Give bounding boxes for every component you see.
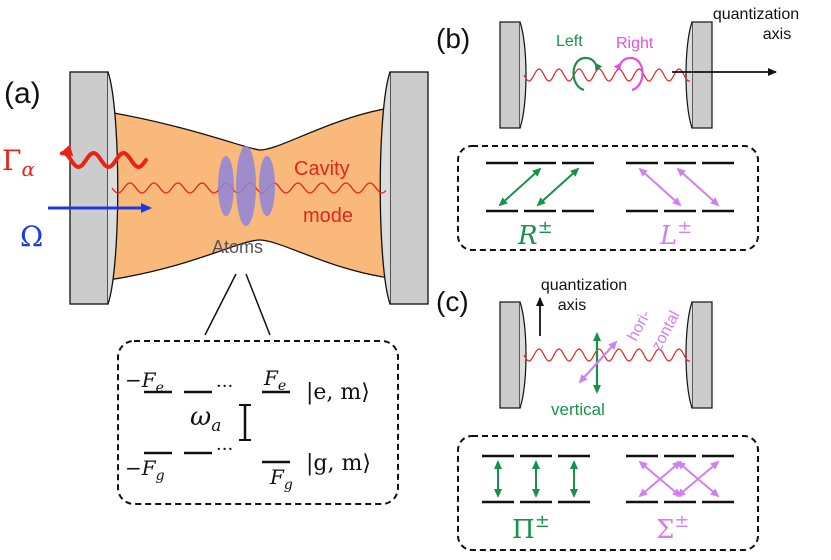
double-arrow-icon — [638, 167, 682, 207]
decay-wave-arrow — [59, 144, 148, 170]
ket-g: |g, m⟩ — [306, 451, 371, 476]
level-scheme-c: Π± Σ± — [457, 435, 759, 551]
atoms-label: Atoms — [212, 237, 263, 257]
right-mirror — [379, 71, 429, 305]
Pi-transitions-label: Π± — [512, 511, 550, 545]
cavity-label: Cavity — [294, 158, 350, 180]
panel-a: (a) Γα Ω Cavity mode Atoms — [2, 71, 429, 505]
curved-arrow-icon — [613, 56, 644, 92]
double-arrow-icon — [578, 340, 618, 384]
right-mirror-c — [685, 301, 713, 409]
decay-symbol: Γα — [2, 144, 35, 181]
R-transitions-label: R± — [517, 217, 553, 251]
right-mirror-b — [685, 21, 713, 129]
quantization-axis-label-b2: axis — [763, 26, 791, 43]
double-arrow-icon — [638, 460, 682, 498]
double-arrow-icon — [536, 167, 580, 207]
horizontal-polarization-label-1: hori- — [625, 308, 655, 344]
quantization-axis-label-c2: axis — [558, 297, 586, 314]
panel-label-b: (b) — [436, 23, 470, 54]
left-mirror-c — [499, 301, 527, 409]
double-arrow-icon — [676, 460, 720, 498]
quantization-axis-label-c1: quantization — [541, 277, 627, 294]
lower-left-level-label: −Fg — [125, 456, 165, 484]
level-scheme-b: R± L± — [457, 145, 759, 251]
panel-label-c: (c) — [436, 286, 469, 317]
lower-dots: ··· — [216, 439, 233, 460]
upper-right-level-label: Fe — [263, 366, 286, 394]
quantization-axis-label-b1: quantization — [713, 6, 799, 23]
right-polarization-label: Right — [616, 35, 654, 52]
cavity-wave-b — [523, 68, 691, 82]
level-scheme-a: −Fe ··· Fe |e, m⟩ ωa −Fg ··· Fg |g, m⟩ — [117, 340, 399, 505]
panel-c: (c) quantization axis vertical hori- zon… — [436, 277, 759, 551]
upper-left-level-label: −Fe — [125, 368, 164, 396]
transition-frequency: ωa — [190, 402, 221, 436]
atoms-ensemble — [218, 146, 275, 226]
zoom-line-right — [245, 273, 271, 336]
L-transitions-label: L± — [659, 217, 692, 251]
left-mirror — [69, 71, 119, 305]
left-polarization-label: Left — [556, 33, 583, 50]
mode-label: mode — [303, 205, 353, 227]
drive-symbol: Ω — [20, 220, 43, 253]
lower-right-level-label: Fg — [269, 465, 293, 493]
double-arrow-icon — [498, 167, 542, 207]
horizontal-polarization-label-2: zontal — [649, 308, 684, 354]
upper-dots: ··· — [216, 376, 233, 397]
panel-b: (b) quantization axis Left Right — [436, 6, 799, 251]
left-mirror-b — [499, 21, 527, 129]
Sigma-transitions-label: Σ± — [656, 511, 689, 545]
vertical-polarization-label: vertical — [551, 400, 605, 419]
double-arrow-icon — [676, 167, 720, 207]
curved-arrow-icon — [572, 56, 603, 92]
zoom-line-left — [204, 273, 237, 336]
ket-e: |e, m⟩ — [306, 380, 370, 405]
panel-label-a: (a) — [4, 77, 41, 110]
